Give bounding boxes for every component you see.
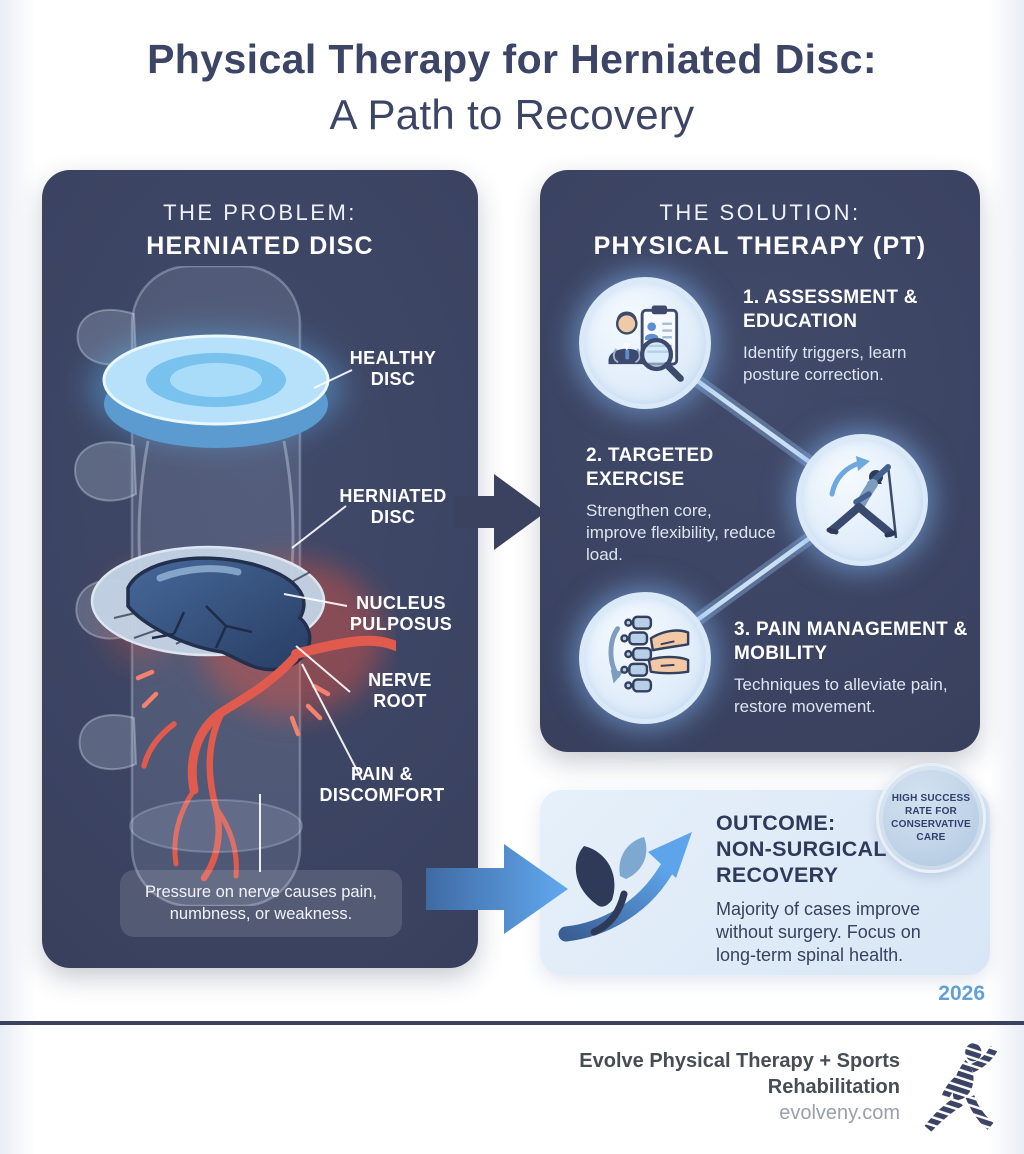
label-herniated-disc: HERNIATED DISC — [339, 486, 447, 528]
label-pain-discomfort: PAIN & DISCOMFORT — [319, 764, 445, 806]
outcome-title-line2: NON-SURGICAL — [716, 837, 887, 862]
stretching-exercise-icon — [826, 456, 898, 539]
title-line-1: Physical Therapy for Herniated Disc: — [147, 36, 877, 82]
label-nucleus-pulposus: NUCLEUS PULPOSUS — [349, 593, 453, 635]
outcome-arrow-icon — [426, 844, 568, 934]
problem-header-line2: HERNIATED DISC — [146, 232, 374, 260]
striped-runner-icon — [924, 1043, 998, 1132]
outcome-title-line1: OUTCOME: — [716, 811, 836, 835]
footer-divider — [0, 1021, 1024, 1025]
step3-circle — [579, 592, 711, 724]
step1-description: Identify triggers, learn posture correct… — [743, 342, 907, 384]
step2-text: 2. TARGETED EXERCISE Strengthen core, im… — [586, 444, 776, 566]
hands-on-spine-icon — [608, 615, 690, 693]
solution-header-line1: THE SOLUTION: — [659, 200, 861, 225]
step2-description: Strengthen core, improve flexibility, re… — [586, 500, 776, 564]
step3-title: 3. PAIN MANAGEMENT & MOBILITY — [734, 619, 968, 665]
footer-org-line2: Rehabilitation — [767, 1076, 900, 1098]
solution-panel-header: THE SOLUTION: PHYSICAL THERAPY (PT) — [540, 200, 980, 261]
step3-description: Techniques to alleviate pain, restore mo… — [734, 674, 948, 716]
step2-title: 2. TARGETED EXERCISE — [586, 445, 714, 491]
problem-panel-header: THE PROBLEM: HERNIATED DISC — [42, 200, 478, 261]
year-label: 2026 — [938, 982, 985, 1005]
outcome-text: OUTCOME: NON-SURGICAL RECOVERY Majority … — [716, 810, 956, 968]
step2-circle — [796, 434, 928, 566]
outcome-description: Majority of cases improve without surger… — [716, 898, 921, 966]
outcome-panel: OUTCOME: NON-SURGICAL RECOVERY Majority … — [540, 763, 990, 975]
label-healthy-disc: HEALTHY DISC — [349, 348, 437, 390]
step1-title: 1. ASSESSMENT & EDUCATION — [743, 287, 918, 333]
doctor-assessment-icon — [608, 305, 684, 382]
page-title: Physical Therapy for Herniated Disc: A P… — [0, 36, 1024, 139]
step3-text: 3. PAIN MANAGEMENT & MOBILITY Techniques… — [734, 618, 979, 718]
label-leader-lines — [259, 369, 363, 872]
success-rate-badge: HIGH SUCCESS RATE FOR CONSERVATIVE CARE — [876, 763, 986, 873]
growth-arrow-leaf-icon — [558, 832, 692, 942]
outcome-title-line3: RECOVERY — [716, 863, 839, 888]
footer-org-line1: Evolve Physical Therapy + Sports — [579, 1050, 900, 1072]
footer-text: Evolve Physical Therapy + Sports Rehabil… — [579, 1048, 900, 1125]
solution-header-line2: PHYSICAL THERAPY (PT) — [593, 232, 927, 260]
solution-panel: THE SOLUTION: PHYSICAL THERAPY (PT) — [540, 170, 980, 752]
title-line-2: A Path to Recovery — [329, 91, 695, 138]
problem-header-line1: THE PROBLEM: — [163, 200, 357, 225]
label-nerve-root: NERVE ROOT — [368, 670, 432, 712]
problem-caption-box: Pressure on nerve causes pain, numbness,… — [120, 870, 402, 937]
step1-text: 1. ASSESSMENT & EDUCATION Identify trigg… — [743, 286, 961, 386]
problem-to-solution-arrow-icon — [454, 474, 546, 550]
problem-panel: THE PROBLEM: HERNIATED DISC — [42, 170, 478, 968]
step1-circle — [579, 277, 711, 409]
footer-website: evolveny.com — [779, 1102, 900, 1124]
spine-illustration-icon — [74, 266, 396, 906]
